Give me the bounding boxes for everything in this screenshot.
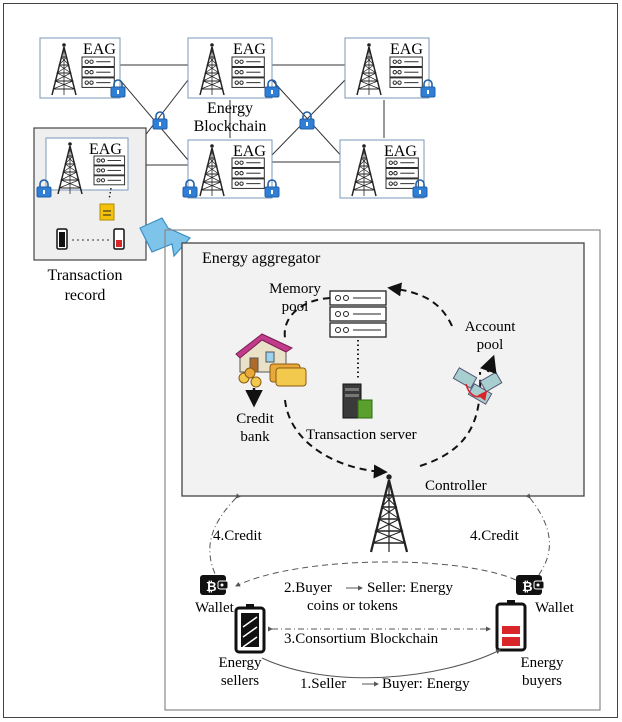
energy-sellers-line1: Energy bbox=[218, 655, 262, 671]
energy-flow-arc bbox=[261, 649, 501, 679]
buyer-battery-icon bbox=[495, 600, 527, 652]
aggregator-title: Energy aggregator bbox=[202, 250, 321, 267]
memory-pool-line2: pool bbox=[281, 299, 309, 315]
energy-sellers-label: Energy sellers bbox=[210, 654, 270, 690]
step1-seller-label: 1.Seller bbox=[300, 676, 347, 692]
eag-node-middle-center bbox=[187, 139, 273, 199]
transaction-server-label: Transaction server bbox=[306, 427, 417, 443]
account-pool-line1: Account bbox=[464, 319, 516, 335]
outer-frame bbox=[3, 3, 618, 718]
eag-node-top-right bbox=[344, 37, 430, 99]
wallet-right-label: Wallet bbox=[535, 600, 574, 616]
step3-label: 3.Consortium Blockchain bbox=[284, 631, 439, 647]
eag-label: EAG bbox=[233, 41, 266, 58]
account-pool-icon bbox=[452, 367, 503, 405]
transaction-record-line2: record bbox=[64, 287, 106, 304]
eag-label: EAG bbox=[83, 41, 116, 58]
energy-blockchain-title-line1: Energy bbox=[207, 100, 253, 117]
credit-left-label: 4.Credit bbox=[213, 528, 262, 544]
transaction-server-icon bbox=[342, 383, 373, 419]
record-battery-low-icon bbox=[113, 228, 125, 250]
memory-pool-server-icon bbox=[329, 290, 387, 338]
wallet-transfer-arc bbox=[235, 561, 517, 587]
controller-label: Controller bbox=[425, 478, 487, 494]
energy-buyers-line1: Energy bbox=[520, 655, 564, 671]
credit-links bbox=[209, 493, 550, 581]
eag-node-top-center bbox=[187, 37, 273, 99]
memory-pool-line1: Memory bbox=[269, 281, 321, 297]
account-pool-arrow bbox=[480, 354, 497, 375]
step2-seller-label: Seller: Energy bbox=[367, 580, 453, 596]
eag-node-top-left bbox=[39, 37, 121, 99]
seller-battery-icon bbox=[234, 604, 266, 654]
transaction-record-node bbox=[33, 127, 147, 261]
eag-label: EAG bbox=[390, 41, 423, 58]
market-frame bbox=[164, 229, 601, 711]
credit-right-label: 4.Credit bbox=[470, 528, 519, 544]
eag-label: EAG bbox=[89, 141, 122, 158]
energy-sellers-line2: sellers bbox=[220, 673, 260, 689]
credit-bank-line1: Credit bbox=[236, 411, 274, 427]
step2-buyer-label: 2.Buyer bbox=[284, 580, 332, 596]
energy-buyers-label: Energy buyers bbox=[512, 654, 572, 690]
credit-bank-label: Credit bank bbox=[228, 410, 282, 446]
account-pool-label: Account pool bbox=[455, 318, 525, 354]
energy-blockchain-title: Energy Blockchain bbox=[180, 100, 280, 136]
eag-node-middle-right bbox=[339, 139, 425, 199]
transaction-record-line1: Transaction bbox=[47, 267, 123, 284]
account-pool-line2: pool bbox=[476, 337, 504, 353]
eag-label: EAG bbox=[233, 143, 266, 160]
transaction-record-caption: Transaction record bbox=[30, 266, 140, 306]
eag-label: EAG bbox=[384, 143, 417, 160]
energy-blockchain-title-line2: Blockchain bbox=[193, 118, 267, 135]
record-battery-full-icon bbox=[56, 228, 68, 250]
aggregator-loop bbox=[283, 282, 482, 479]
credit-bank-line2: bank bbox=[240, 429, 270, 445]
energy-buyers-line2: buyers bbox=[522, 673, 562, 689]
wallet-right-icon bbox=[515, 574, 545, 596]
wallet-left-label: Wallet bbox=[195, 600, 234, 616]
memory-pool-label: Memory pool bbox=[260, 280, 330, 316]
step2-tokens-label: coins or tokens bbox=[307, 598, 398, 614]
credit-bank-icon bbox=[235, 333, 307, 388]
wallet-left-icon bbox=[199, 574, 229, 596]
step1-buyer-label: Buyer: Energy bbox=[382, 676, 470, 692]
